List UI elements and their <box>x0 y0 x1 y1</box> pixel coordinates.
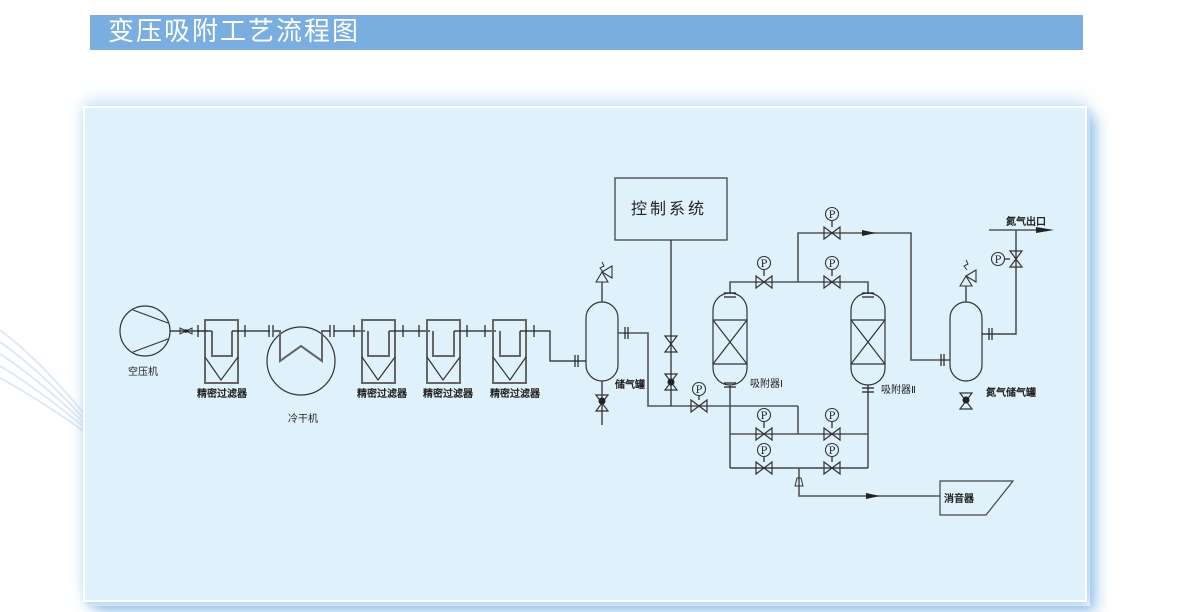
label-filter-3: 精密过滤器 <box>423 387 474 400</box>
label-nitrogen-outlet: 氮气出口 <box>1006 215 1046 228</box>
label-adsorber-2: 吸附器Ⅱ <box>881 383 916 396</box>
label-silencer: 消音器 <box>944 492 975 505</box>
adsorber-1-icon <box>712 281 798 468</box>
outlet-arrow-icon <box>1036 227 1054 233</box>
label-filter-1: 精密过滤器 <box>197 387 248 400</box>
diagram-panel <box>83 106 1087 602</box>
page-title: 变压吸附工艺流程图 <box>108 17 361 47</box>
precision-filter-1-icon <box>198 319 270 384</box>
label-nitrogen-tank: 氮气储气罐 <box>986 386 1036 399</box>
nitrogen-tank-icon <box>949 230 1017 410</box>
decorative-swoosh <box>0 329 85 433</box>
label-adsorber-1: 吸附器Ⅰ <box>750 377 783 390</box>
label-air-tank: 储气罐 <box>614 378 645 391</box>
label-dryer: 冷干机 <box>288 412 318 425</box>
title-bar: 变压吸附工艺流程图 <box>90 15 1083 50</box>
precision-filter-3-icon <box>426 319 496 384</box>
precision-filter-2-icon <box>361 319 430 384</box>
air-compressor-icon <box>119 305 171 357</box>
flow-arrow-icon <box>862 230 876 236</box>
label-air-compressor: 空压机 <box>128 365 158 378</box>
label-filter-2: 精密过滤器 <box>357 387 408 400</box>
check-valve-icon <box>179 327 193 335</box>
silencer-icon <box>939 480 1015 516</box>
pressure-gauge-icon <box>691 381 707 397</box>
label-filter-4: 精密过滤器 <box>490 387 541 400</box>
adsorber-2-icon <box>798 281 886 468</box>
air-tank-icon <box>585 261 725 425</box>
flow-arrow-icon <box>866 493 880 499</box>
precision-filter-4-icon <box>492 319 586 384</box>
refrigerated-dryer-icon <box>266 325 336 396</box>
control-system-label: 控制系统 <box>631 199 707 218</box>
